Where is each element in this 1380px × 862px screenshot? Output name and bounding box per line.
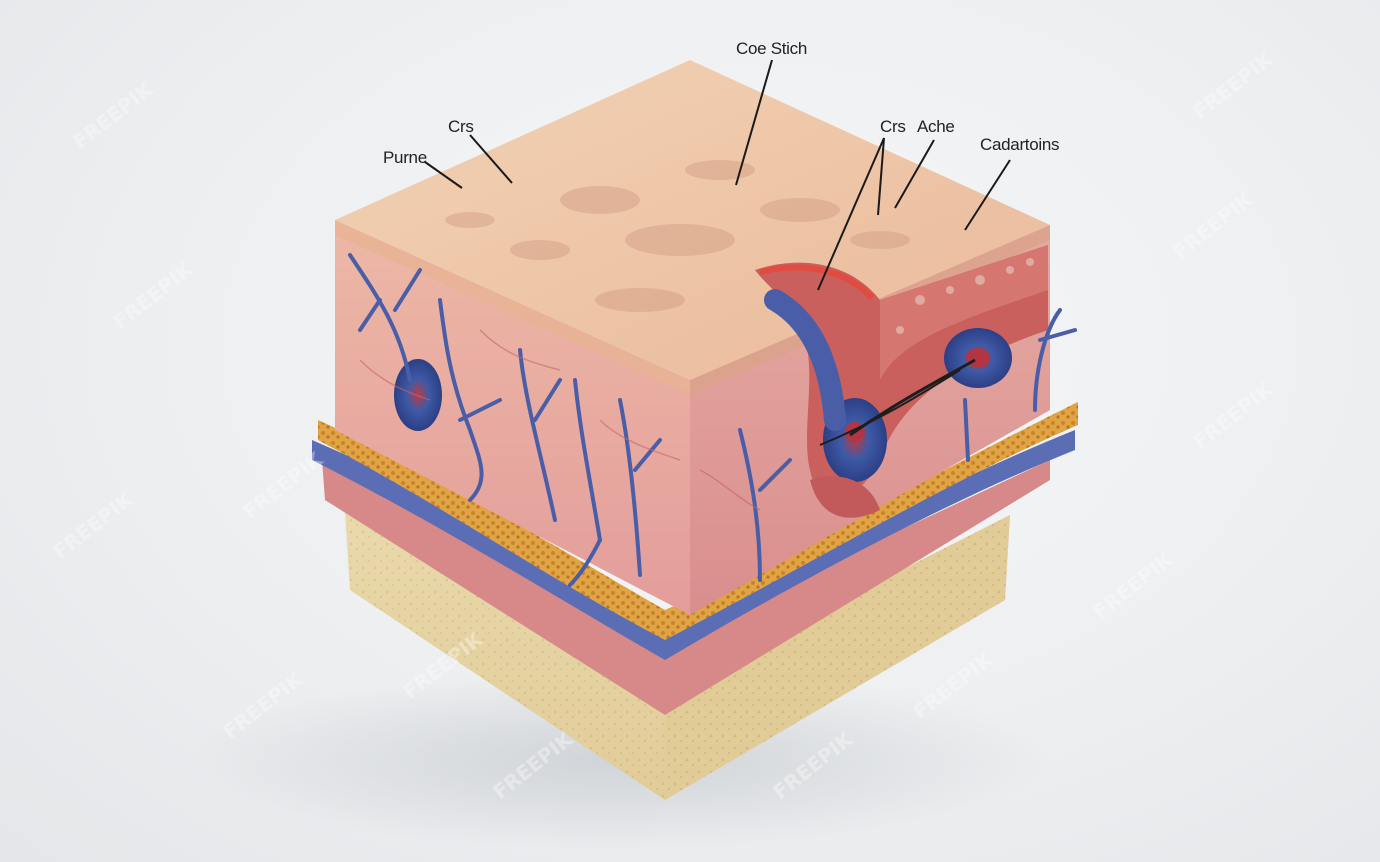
fat-layer [318,402,1078,640]
vein-branches [348,253,1077,587]
svg-text:FREEPIK: FREEPIK [1088,546,1178,624]
svg-text:FREEPIK: FREEPIK [68,76,158,154]
svg-text:FREEPIK: FREEPIK [48,486,138,564]
svg-text:FREEPIK: FREEPIK [108,256,198,334]
label-crs-ache-ache: Ache [917,117,955,136]
leader-lines [424,59,1011,291]
deep-vessel [764,289,846,431]
svg-text:FREEPIK: FREEPIK [1188,46,1278,124]
svg-text:FREEPIK: FREEPIK [1168,186,1258,264]
svg-text:FREEPIK: FREEPIK [1188,376,1278,454]
label-cardations: Cadartoins [980,135,1060,154]
muscle-layer [322,460,1050,715]
label-purne: Purne [383,148,427,167]
label-crs-ache-crs: Crs [880,117,906,136]
label-crs: Crs [448,117,474,136]
label-core-stitch: Coe Stich [736,39,808,58]
dermis-left [335,220,690,615]
svg-text:FREEPIK: FREEPIK [238,446,328,524]
